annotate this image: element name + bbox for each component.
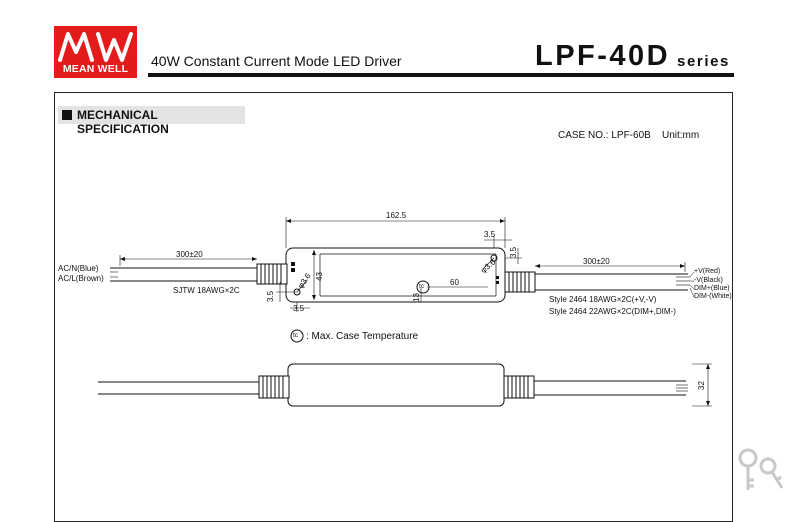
dim-3-5-top: 3.5 — [484, 230, 496, 239]
label-dim-plus: DIM+(Blue) — [694, 285, 730, 292]
unit-label: Unit:mm — [662, 130, 700, 141]
dim-13: 13 — [412, 293, 421, 302]
side-input-strain-relief — [258, 375, 290, 399]
logo-text: MEAN WELL — [62, 63, 129, 75]
mechanical-drawing — [98, 217, 712, 407]
case-side-view — [287, 363, 505, 407]
label-ac-l: AC/L(Brown) — [58, 274, 104, 283]
label-v-minus: -V(Black) — [694, 277, 723, 284]
dim-cable-left: 300±20 — [176, 250, 203, 259]
dim-height-43: 43 — [315, 272, 324, 281]
tc-note: : Max. Case Temperature — [306, 331, 419, 342]
header-rule — [148, 73, 734, 77]
series-label: series — [677, 53, 730, 70]
tc-point-marker — [416, 280, 430, 294]
label-input-cable: SJTW 18AWG×2C — [173, 286, 240, 295]
label-style-power: Style 2464 18AWG×2C(+V,-V) — [549, 295, 657, 304]
mean-well-logo: MEAN WELL — [54, 26, 137, 78]
tc-marker-text: tc — [419, 283, 425, 290]
dim-3-5-left: 3.5 — [266, 290, 275, 302]
section-header: MECHANICAL SPECIFICATION — [58, 106, 245, 136]
dim-3-5-right: 3.5 — [509, 246, 518, 258]
product-subtitle: 40W Constant Current Mode LED Driver — [151, 53, 402, 69]
dim-side-height: 32 — [697, 381, 706, 390]
key-icon — [738, 448, 784, 490]
label-dim-minus: DIM-(White) — [694, 293, 732, 300]
case-number: CASE NO.: LPF-60B — [558, 130, 651, 141]
tc-legend-text: tc — [293, 332, 299, 339]
side-output-strain-relief — [503, 375, 535, 399]
dim-3-5-bottom: 3.5 — [293, 304, 305, 313]
dim-length: 162.5 — [386, 211, 407, 220]
dim-cable-right: 300±20 — [583, 257, 610, 266]
section-title: MECHANICAL SPECIFICATION — [77, 108, 169, 136]
mounting-hole-right — [490, 254, 498, 262]
label-ac-n: AC/N(Blue) — [58, 264, 99, 273]
input-strain-relief — [256, 263, 288, 285]
dim-60: 60 — [450, 278, 459, 287]
label-v-plus: +V(Red) — [694, 268, 721, 275]
output-strain-relief — [504, 271, 536, 293]
bullet-square-icon — [62, 110, 72, 120]
tc-legend-marker — [290, 329, 304, 343]
label-style-dim: Style 2464 22AWG×2C(DIM+,DIM-) — [549, 307, 676, 316]
model-number: LPF-40D — [535, 40, 671, 72]
